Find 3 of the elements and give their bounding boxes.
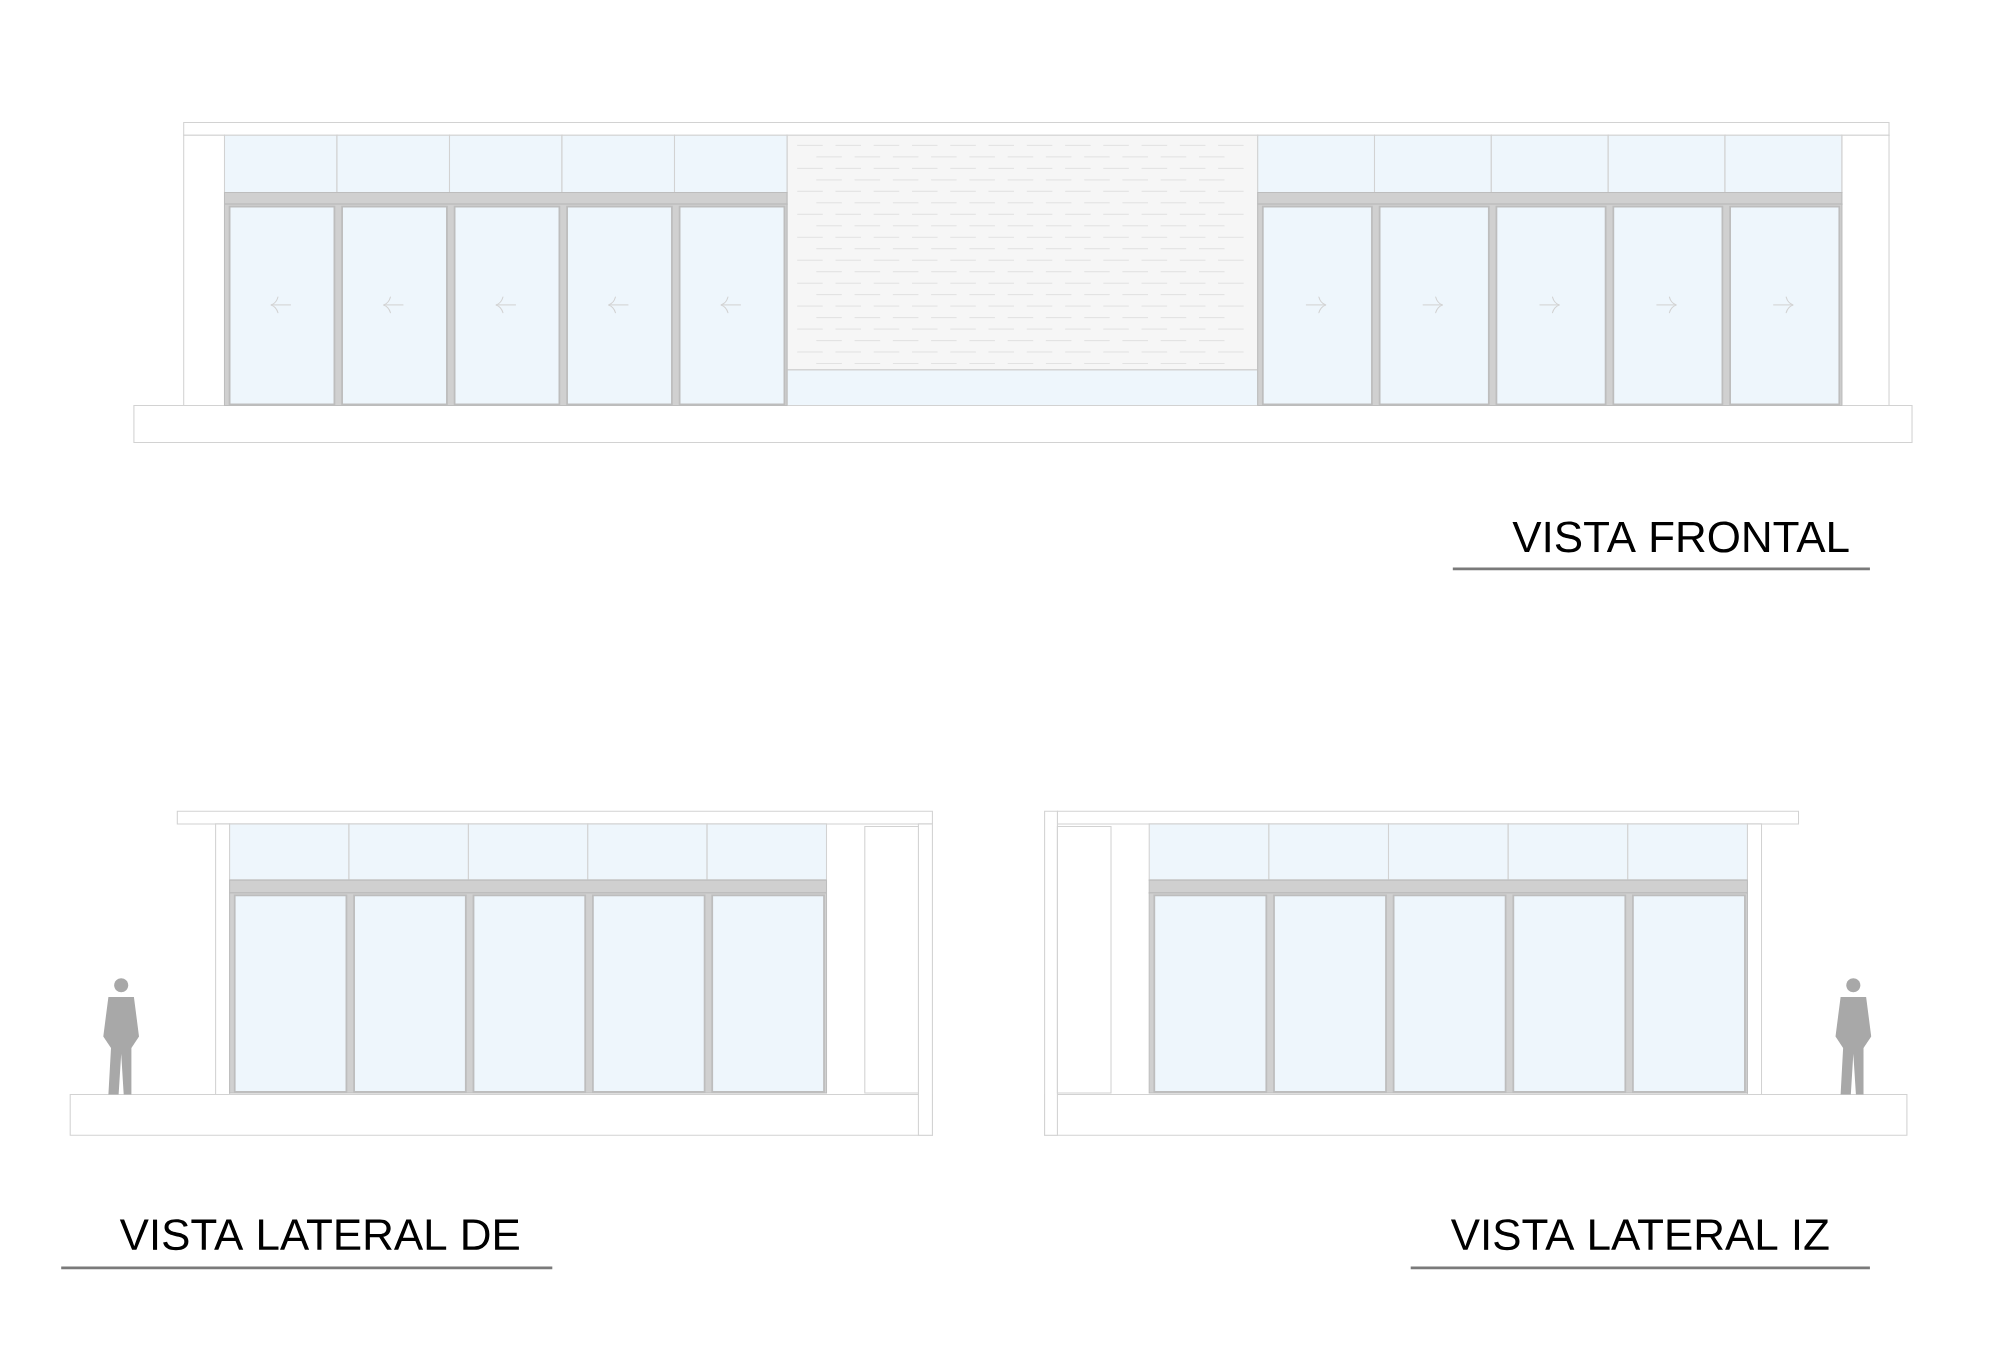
view-title: VISTA FRONTAL (1512, 521, 1849, 553)
view-title: VISTA LATERAL IZ (1450, 1219, 1829, 1251)
view-title: VISTA LATERAL DE (119, 1219, 519, 1251)
